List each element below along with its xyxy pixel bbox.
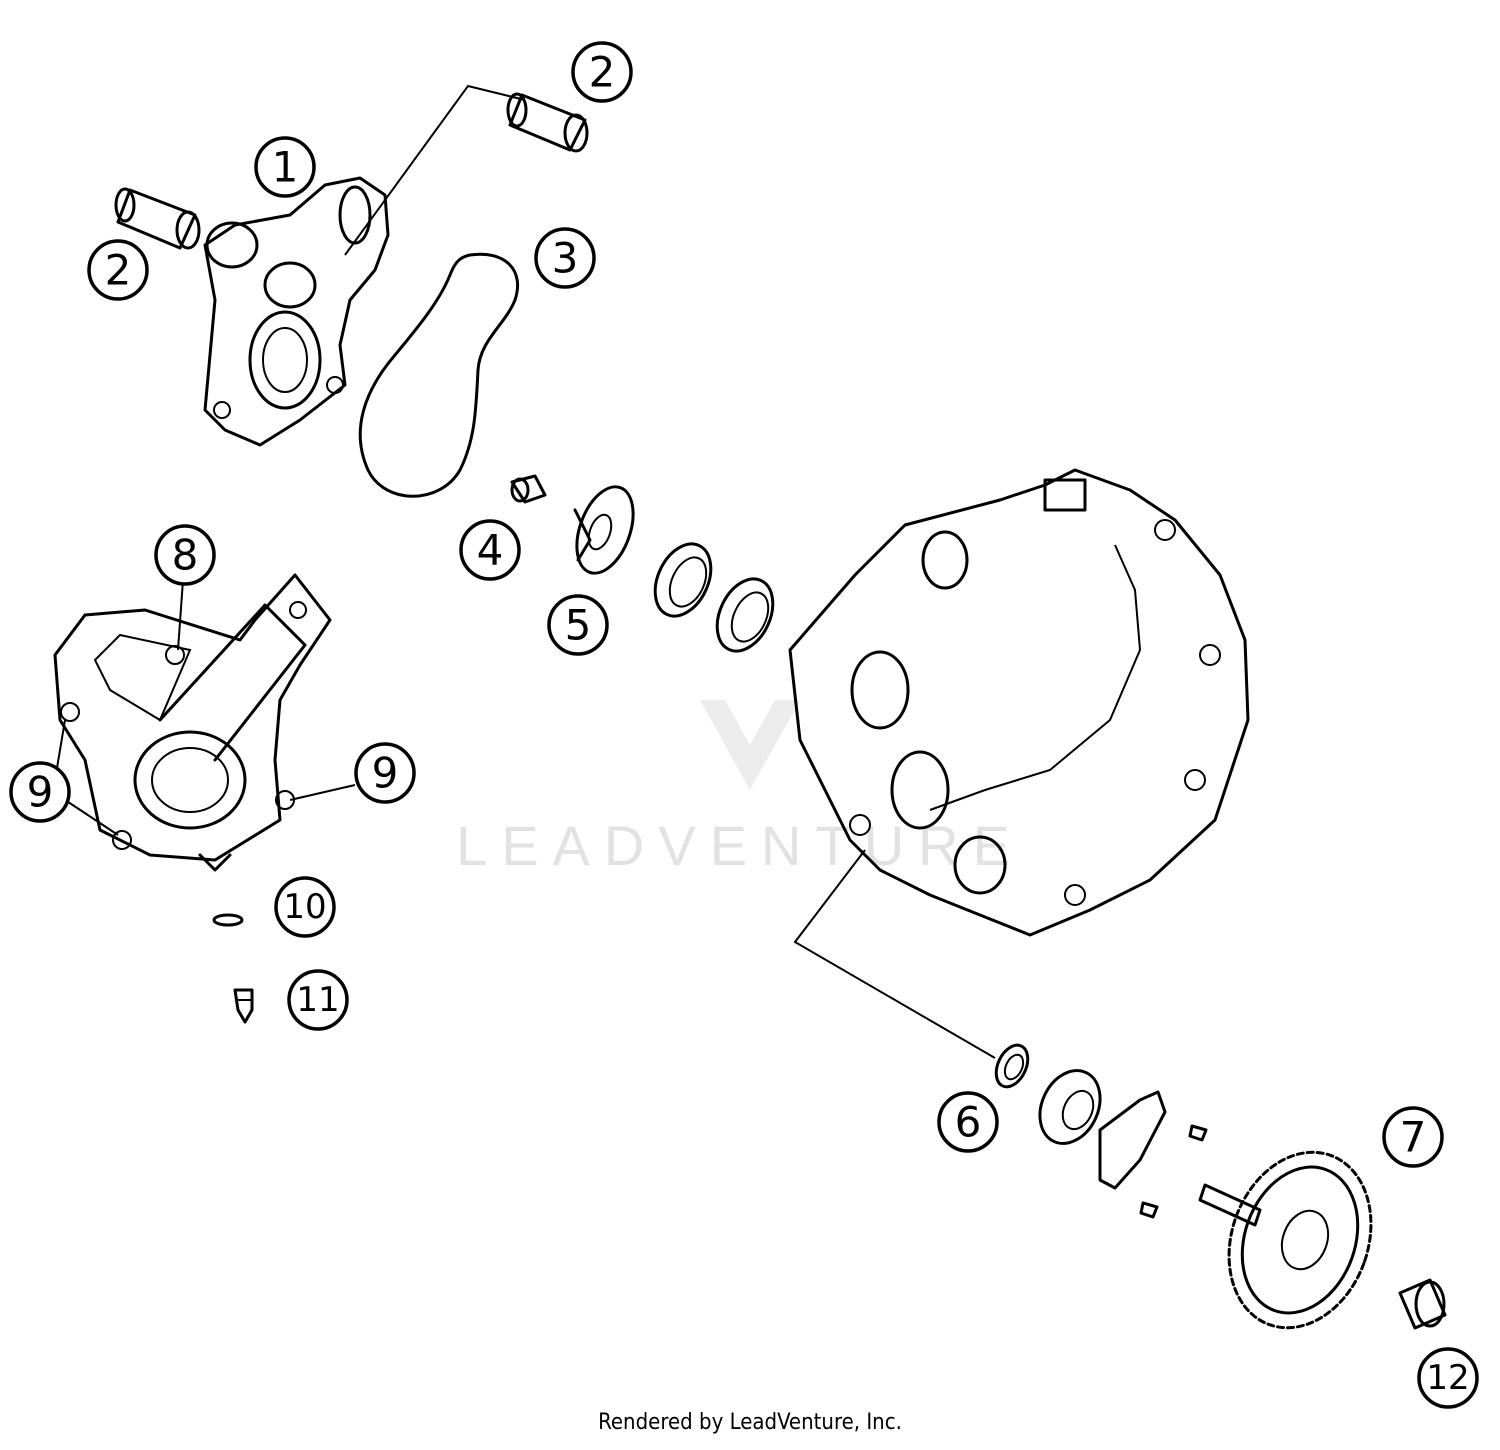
callout-2-left: 2 bbox=[87, 239, 149, 301]
callout-2-left-label: 2 bbox=[105, 246, 132, 295]
part-1-pump-cover bbox=[203, 176, 390, 447]
shaft-seal-1 bbox=[653, 542, 713, 618]
callout-7-label: 7 bbox=[1400, 1113, 1427, 1162]
part-2-sleeve-left bbox=[114, 187, 201, 250]
callout-9-left: 9 bbox=[9, 761, 71, 823]
callout-2-top-label: 2 bbox=[589, 48, 616, 97]
callout-9-right-label: 9 bbox=[372, 749, 399, 798]
part-6-seal-ring bbox=[994, 1043, 1030, 1089]
callout-4-label: 4 bbox=[477, 526, 504, 575]
callout-5-label: 5 bbox=[565, 601, 592, 650]
leadventure-watermark: LEADVENTURE bbox=[456, 700, 1024, 877]
callout-1: 1 bbox=[254, 136, 316, 198]
part-3-gasket bbox=[358, 252, 520, 498]
callout-9-right: 9 bbox=[354, 742, 416, 804]
part-11-bolt bbox=[233, 988, 254, 1024]
callout-7: 7 bbox=[1382, 1106, 1444, 1168]
callout-8: 8 bbox=[154, 524, 216, 586]
callout-5: 5 bbox=[547, 594, 609, 656]
callout-6: 6 bbox=[937, 1091, 999, 1153]
flange-plate bbox=[1098, 1090, 1167, 1190]
bearing bbox=[1038, 1069, 1102, 1145]
callout-11-label: 11 bbox=[296, 980, 339, 1020]
callout-4: 4 bbox=[459, 519, 521, 581]
footer-credit: Rendered by LeadVenture, Inc. bbox=[598, 1410, 902, 1435]
shaft-seal-2 bbox=[715, 577, 775, 653]
callout-10: 10 bbox=[274, 876, 336, 938]
small-screws bbox=[1139, 1124, 1208, 1219]
callout-1-label: 1 bbox=[272, 143, 299, 192]
callout-8-label: 8 bbox=[172, 531, 199, 580]
watermark-text: LEADVENTURE bbox=[456, 814, 1024, 877]
part-12-bushing bbox=[1398, 1278, 1447, 1330]
pump-cover-housing bbox=[53, 573, 332, 872]
callout-12: 12 bbox=[1417, 1347, 1479, 1409]
part-5-impeller bbox=[573, 485, 635, 575]
part-4-plug bbox=[510, 474, 547, 504]
callout-3-label: 3 bbox=[552, 234, 579, 283]
part-2-sleeve-top bbox=[506, 92, 589, 153]
part-7-gear-shaft bbox=[1198, 1150, 1373, 1330]
callout-12-label: 12 bbox=[1426, 1358, 1469, 1398]
callout-10-label: 10 bbox=[283, 887, 326, 927]
callout-6-label: 6 bbox=[955, 1098, 982, 1147]
callout-11: 11 bbox=[287, 969, 349, 1031]
callout-3: 3 bbox=[534, 227, 596, 289]
callout-2-top: 2 bbox=[571, 41, 633, 103]
part-10-washer bbox=[212, 913, 244, 927]
callout-9-left-label: 9 bbox=[27, 768, 54, 817]
crankcase-cover bbox=[788, 468, 1250, 937]
